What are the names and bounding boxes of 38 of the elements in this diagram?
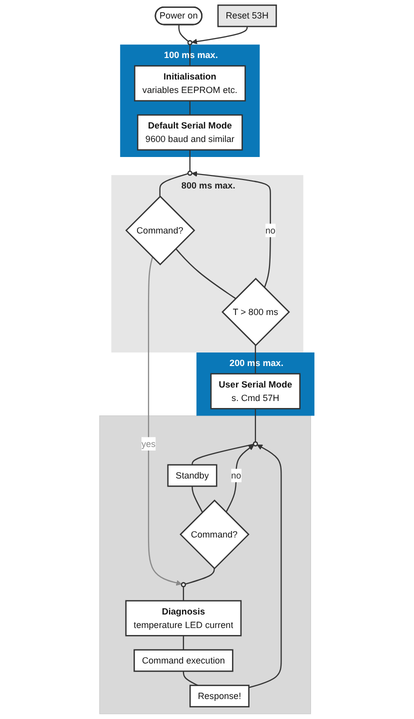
node-box: Initialisation variables EEPROM etc. (134, 65, 246, 102)
node-box: User Serial Mode s. Cmd 57H (210, 373, 301, 410)
edge-label: no (231, 470, 242, 480)
node-circle (252, 441, 258, 446)
connector (192, 444, 254, 465)
arrow (248, 444, 282, 688)
edge-label: no (265, 224, 276, 236)
connector (189, 100, 191, 115)
node-diamond: T > 800 ms (222, 278, 290, 346)
connector (189, 150, 191, 172)
connector (254, 345, 256, 374)
connector (192, 486, 203, 513)
node-box: Standby (167, 464, 218, 487)
arrow (192, 26, 248, 44)
node-box: Reset 53H (217, 4, 277, 28)
connector (182, 671, 198, 686)
arrow (192, 171, 271, 288)
node-circle (187, 170, 193, 176)
connector (254, 408, 256, 442)
node-box: Default Serial Mode 9600 baud and similar (137, 114, 243, 151)
connector (175, 248, 236, 300)
node-box: Command execution (134, 649, 234, 672)
node-box: Diagnosis temperature LED current (125, 600, 242, 636)
node-diamond: Command? (180, 499, 250, 570)
arrow (226, 444, 254, 513)
connector (159, 173, 188, 196)
connector (189, 44, 191, 66)
cluster (99, 415, 312, 714)
arrow (148, 256, 182, 586)
connector (185, 568, 215, 585)
node-circle (187, 40, 193, 46)
node-box: Response! (189, 684, 250, 708)
connector (178, 24, 189, 42)
edge-label: yes (141, 438, 156, 449)
connector (182, 586, 184, 601)
connector (182, 636, 184, 650)
node-diamond: Command? (125, 195, 196, 266)
node-circle (180, 582, 186, 588)
